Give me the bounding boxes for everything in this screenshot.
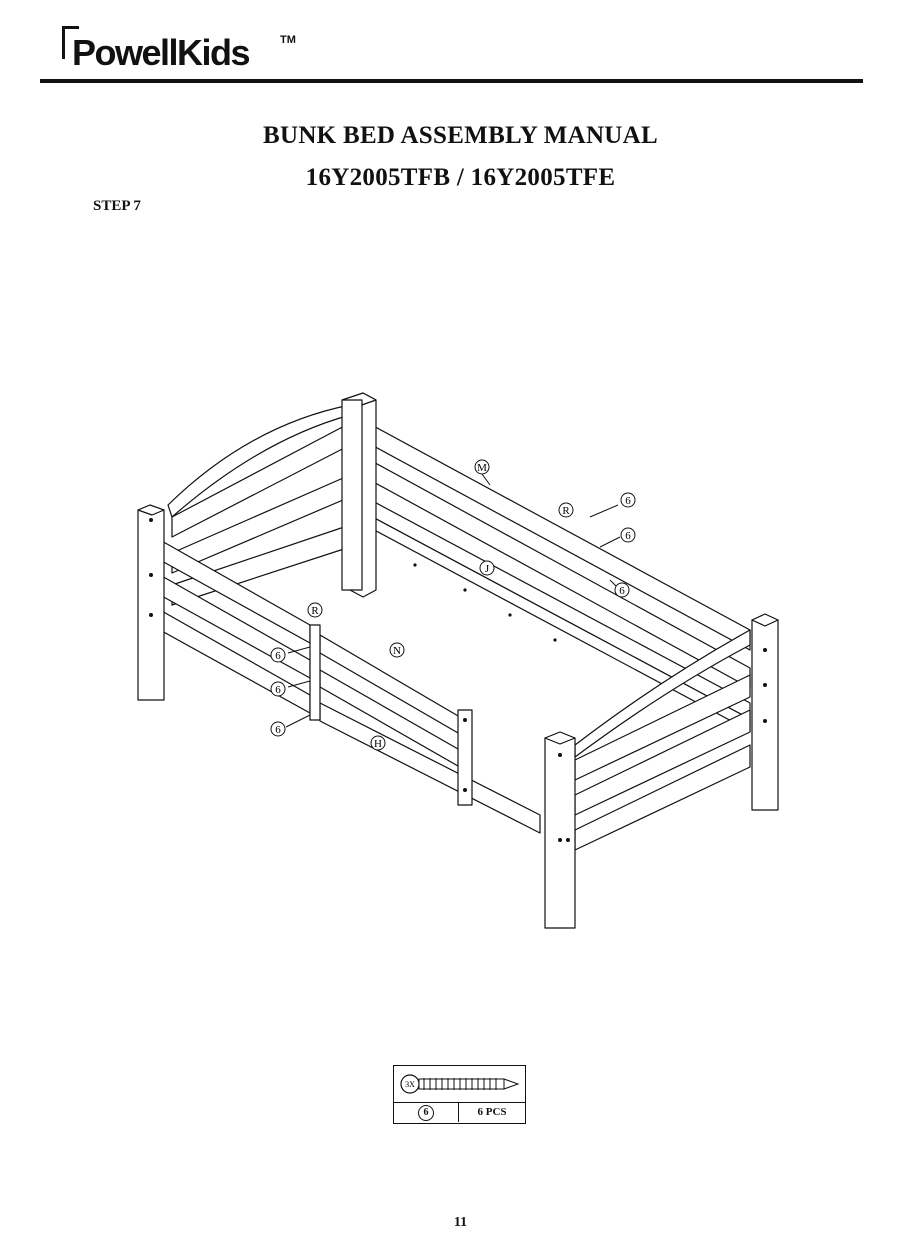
guard-post-r-left: [309, 624, 321, 721]
bed-assembly-diagram: M R J R N H 6 6 6 6 6 6: [137, 392, 779, 929]
label-screw-6-circle: [270, 721, 286, 737]
hardware-quantity: 6 PCS: [477, 1106, 507, 1118]
hardware-part-number: 6: [394, 1103, 459, 1122]
part-labels: M R J R N H 6 6 6 6 6 6: [270, 459, 636, 751]
label-n-circle: [389, 642, 405, 658]
label-screw-5-circle: [270, 681, 286, 697]
label-r-front-circle: [307, 602, 323, 618]
post-back-left: [341, 399, 363, 591]
label-screw-3: 6: [619, 585, 625, 597]
label-j: J: [485, 563, 490, 575]
label-screw-3-circle: [614, 582, 630, 598]
post-front-left: [137, 509, 165, 701]
label-r-front: R: [311, 605, 319, 617]
brand-logo: PowellKids TM: [62, 26, 322, 78]
brand-name: PowellKids: [72, 32, 251, 73]
label-screw-1-circle: [620, 492, 636, 508]
label-screw-2-circle: [620, 527, 636, 543]
label-screw-6: 6: [275, 724, 281, 736]
post-front-right-top: [544, 731, 576, 745]
label-m: M: [477, 462, 487, 474]
post-back-right-top: [751, 613, 779, 627]
trademark-symbol: TM: [280, 34, 296, 46]
label-n: N: [393, 645, 401, 657]
label-screw-1: 6: [625, 495, 631, 507]
label-h: H: [374, 738, 382, 750]
footboard-arc: [574, 629, 751, 758]
label-r-back-circle: [558, 502, 574, 518]
hardware-table: 3X 6 6 PCS: [393, 1065, 526, 1124]
post-front-right: [544, 737, 576, 929]
screw-holes: [149, 518, 767, 842]
model-numbers: 16Y2005TFB / 16Y2005TFE: [305, 164, 616, 191]
label-screw-5: 6: [275, 684, 281, 696]
label-j-circle: [479, 560, 495, 576]
label-h-circle: [370, 735, 386, 751]
label-screw-4-circle: [270, 647, 286, 663]
manual-title: BUNK BED ASSEMBLY MANUAL: [262, 122, 658, 149]
screw-icon: 3X: [400, 1074, 520, 1094]
label-screw-4: 6: [275, 650, 281, 662]
step-heading: STEP 7: [93, 198, 141, 214]
logo-corner-mark: [62, 26, 79, 59]
rail-m-slat-2: [367, 458, 751, 689]
hardware-screw-picture: 3X: [394, 1066, 525, 1103]
page-number: 11: [453, 1215, 468, 1230]
rail-h: [319, 702, 541, 834]
header-rule: [40, 79, 863, 83]
label-r-back: R: [562, 505, 570, 517]
post-front-left-top: [137, 504, 165, 516]
screw-size-label: 3X: [405, 1080, 415, 1089]
guard-post-r-right: [457, 709, 473, 806]
part-number-value: 6: [418, 1105, 434, 1121]
screw-arrows: [285, 504, 621, 728]
label-screw-2: 6: [625, 530, 631, 542]
